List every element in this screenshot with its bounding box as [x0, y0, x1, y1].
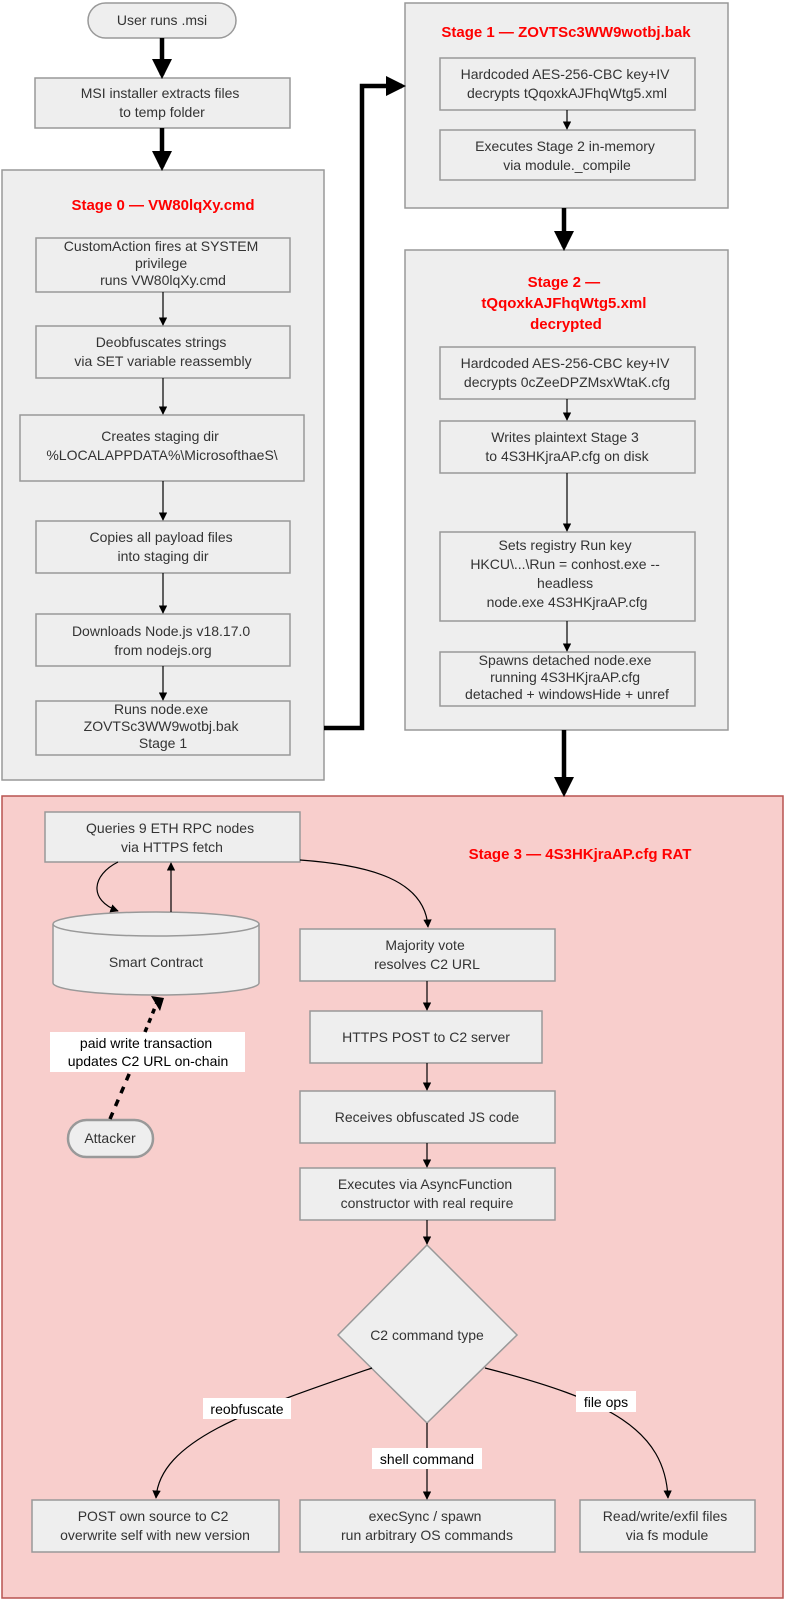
stage2-step-registry	[439, 531, 696, 622]
arrow-query-to-vote	[299, 859, 432, 928]
stage2-step-spawn	[439, 651, 696, 707]
stage3-query-label: Queries 9 ETH RPC nodes via HTTPS fetch	[86, 820, 258, 855]
arrow-query-to-contract	[96, 861, 119, 913]
stage0-title: Stage 0 — VW80lqXy.cmd	[71, 197, 254, 214]
stage2-step-write-label: Writes plaintext Stage 3 to 4S3HKjraAP.c…	[485, 429, 649, 464]
outcome-file-node	[579, 1499, 756, 1553]
stage0-step-stagingdir	[19, 414, 305, 482]
bold-arrows	[151, 38, 575, 798]
stage2-title: Stage 2 — tQqoxkAJFhqWtg5.xml decrypted	[481, 274, 650, 333]
stage0-step-copy	[35, 520, 291, 574]
branch-label-reobfuscate: reobfuscate	[210, 1401, 283, 1417]
c2-command-decision-label: C2 command type	[370, 1327, 484, 1343]
stage3-execute-node	[299, 1167, 556, 1221]
write-transaction-label: paid write transaction updates C2 URL on…	[68, 1035, 229, 1069]
stage0-step-customaction	[35, 237, 291, 293]
start-node-label: User runs .msi	[117, 12, 207, 28]
stage2-step-decrypt-label: Hardcoded AES-256-CBC key+IV decrypts 0c…	[461, 355, 674, 390]
label-bg-shell	[372, 1448, 482, 1469]
smart-contract-label: Smart Contract	[109, 954, 203, 970]
stage0-step-runnode-label: Runs node.exe ZOVTSc3WW9wotbj.bak Stage …	[84, 701, 243, 751]
dashed-write-arrow	[108, 999, 160, 1120]
stage0-step-copy-label: Copies all payload files into staging di…	[89, 529, 236, 564]
attacker-label: Attacker	[84, 1130, 136, 1146]
outcome-file-label: Read/write/exfil files via fs module	[603, 1508, 731, 1543]
stage3-post-node	[309, 1010, 543, 1064]
stage1-title: Stage 1 — ZOVTSc3WW9wotbj.bak	[441, 24, 691, 41]
stage0-step-download	[35, 613, 291, 667]
msi-node	[34, 77, 291, 129]
outcome-shell-node	[299, 1499, 556, 1553]
stage3-title: Stage 3 — 4S3HKjraAP.cfg RAT	[469, 846, 692, 863]
stage1-step-decrypt	[439, 57, 696, 111]
stage2-step-decrypt	[439, 346, 696, 400]
attacker-node	[66, 1118, 155, 1159]
arrow-decision-to-file	[484, 1367, 672, 1499]
stage3-post-label: HTTPS POST to C2 server	[342, 1029, 510, 1045]
outcome-reobfuscate-node	[31, 1499, 280, 1553]
stage3-query-node	[44, 811, 301, 863]
msi-node-label: MSI installer extracts files to temp fol…	[81, 85, 244, 120]
stage0-step-stagingdir-label: Creates staging dir %LOCALAPPDATA%\Micro…	[46, 428, 277, 463]
stage1-step-execute-label: Executes Stage 2 in-memory via module._c…	[475, 138, 659, 173]
outcome-reobfuscate-label: POST own source to C2 overwrite self wit…	[60, 1508, 250, 1543]
label-bg-reobfuscate	[203, 1398, 291, 1419]
stage3-execute-label: Executes via AsyncFunction constructor w…	[338, 1176, 516, 1211]
branch-label-shell: shell command	[380, 1451, 474, 1467]
thin-arrows	[96, 110, 672, 1500]
stage0-step-deobfuscate-label: Deobfuscates strings via SET variable re…	[74, 334, 251, 369]
branch-label-file: file ops	[584, 1394, 628, 1410]
label-bg-file	[576, 1391, 636, 1412]
stage3-receive-label: Receives obfuscated JS code	[335, 1109, 520, 1125]
stage1-step-execute	[439, 129, 696, 181]
stage0-step-download-label: Downloads Node.js v18.17.0 from nodejs.o…	[72, 623, 254, 658]
stage0-step-customaction-label: CustomAction fires at SYSTEM privilege r…	[64, 238, 262, 288]
stage2-step-registry-label: Sets registry Run key HKCU\...\Run = con…	[470, 537, 663, 610]
stage1-step-decrypt-label: Hardcoded AES-256-CBC key+IV decrypts tQ…	[461, 66, 674, 101]
stage0-step-deobfuscate	[35, 325, 291, 379]
smart-contract-cylinder	[52, 911, 260, 996]
stage3-vote-label: Majority vote resolves C2 URL	[374, 937, 480, 972]
stage2-step-spawn-label: Spawns detached node.exe running 4S3HKjr…	[465, 652, 669, 702]
stage3-receive-node	[299, 1090, 556, 1144]
arrow-decision-to-reobfuscate	[152, 1367, 373, 1499]
stage0-step-runnode	[35, 700, 291, 756]
stage3-vote-node	[299, 928, 556, 982]
outcome-shell-label: execSync / spawn run arbitrary OS comman…	[341, 1508, 513, 1543]
stage2-step-write	[439, 420, 696, 474]
write-arrow-head	[151, 996, 164, 1011]
write-label-bg	[50, 1032, 245, 1072]
arrow-stage0-to-stage1	[324, 75, 407, 731]
